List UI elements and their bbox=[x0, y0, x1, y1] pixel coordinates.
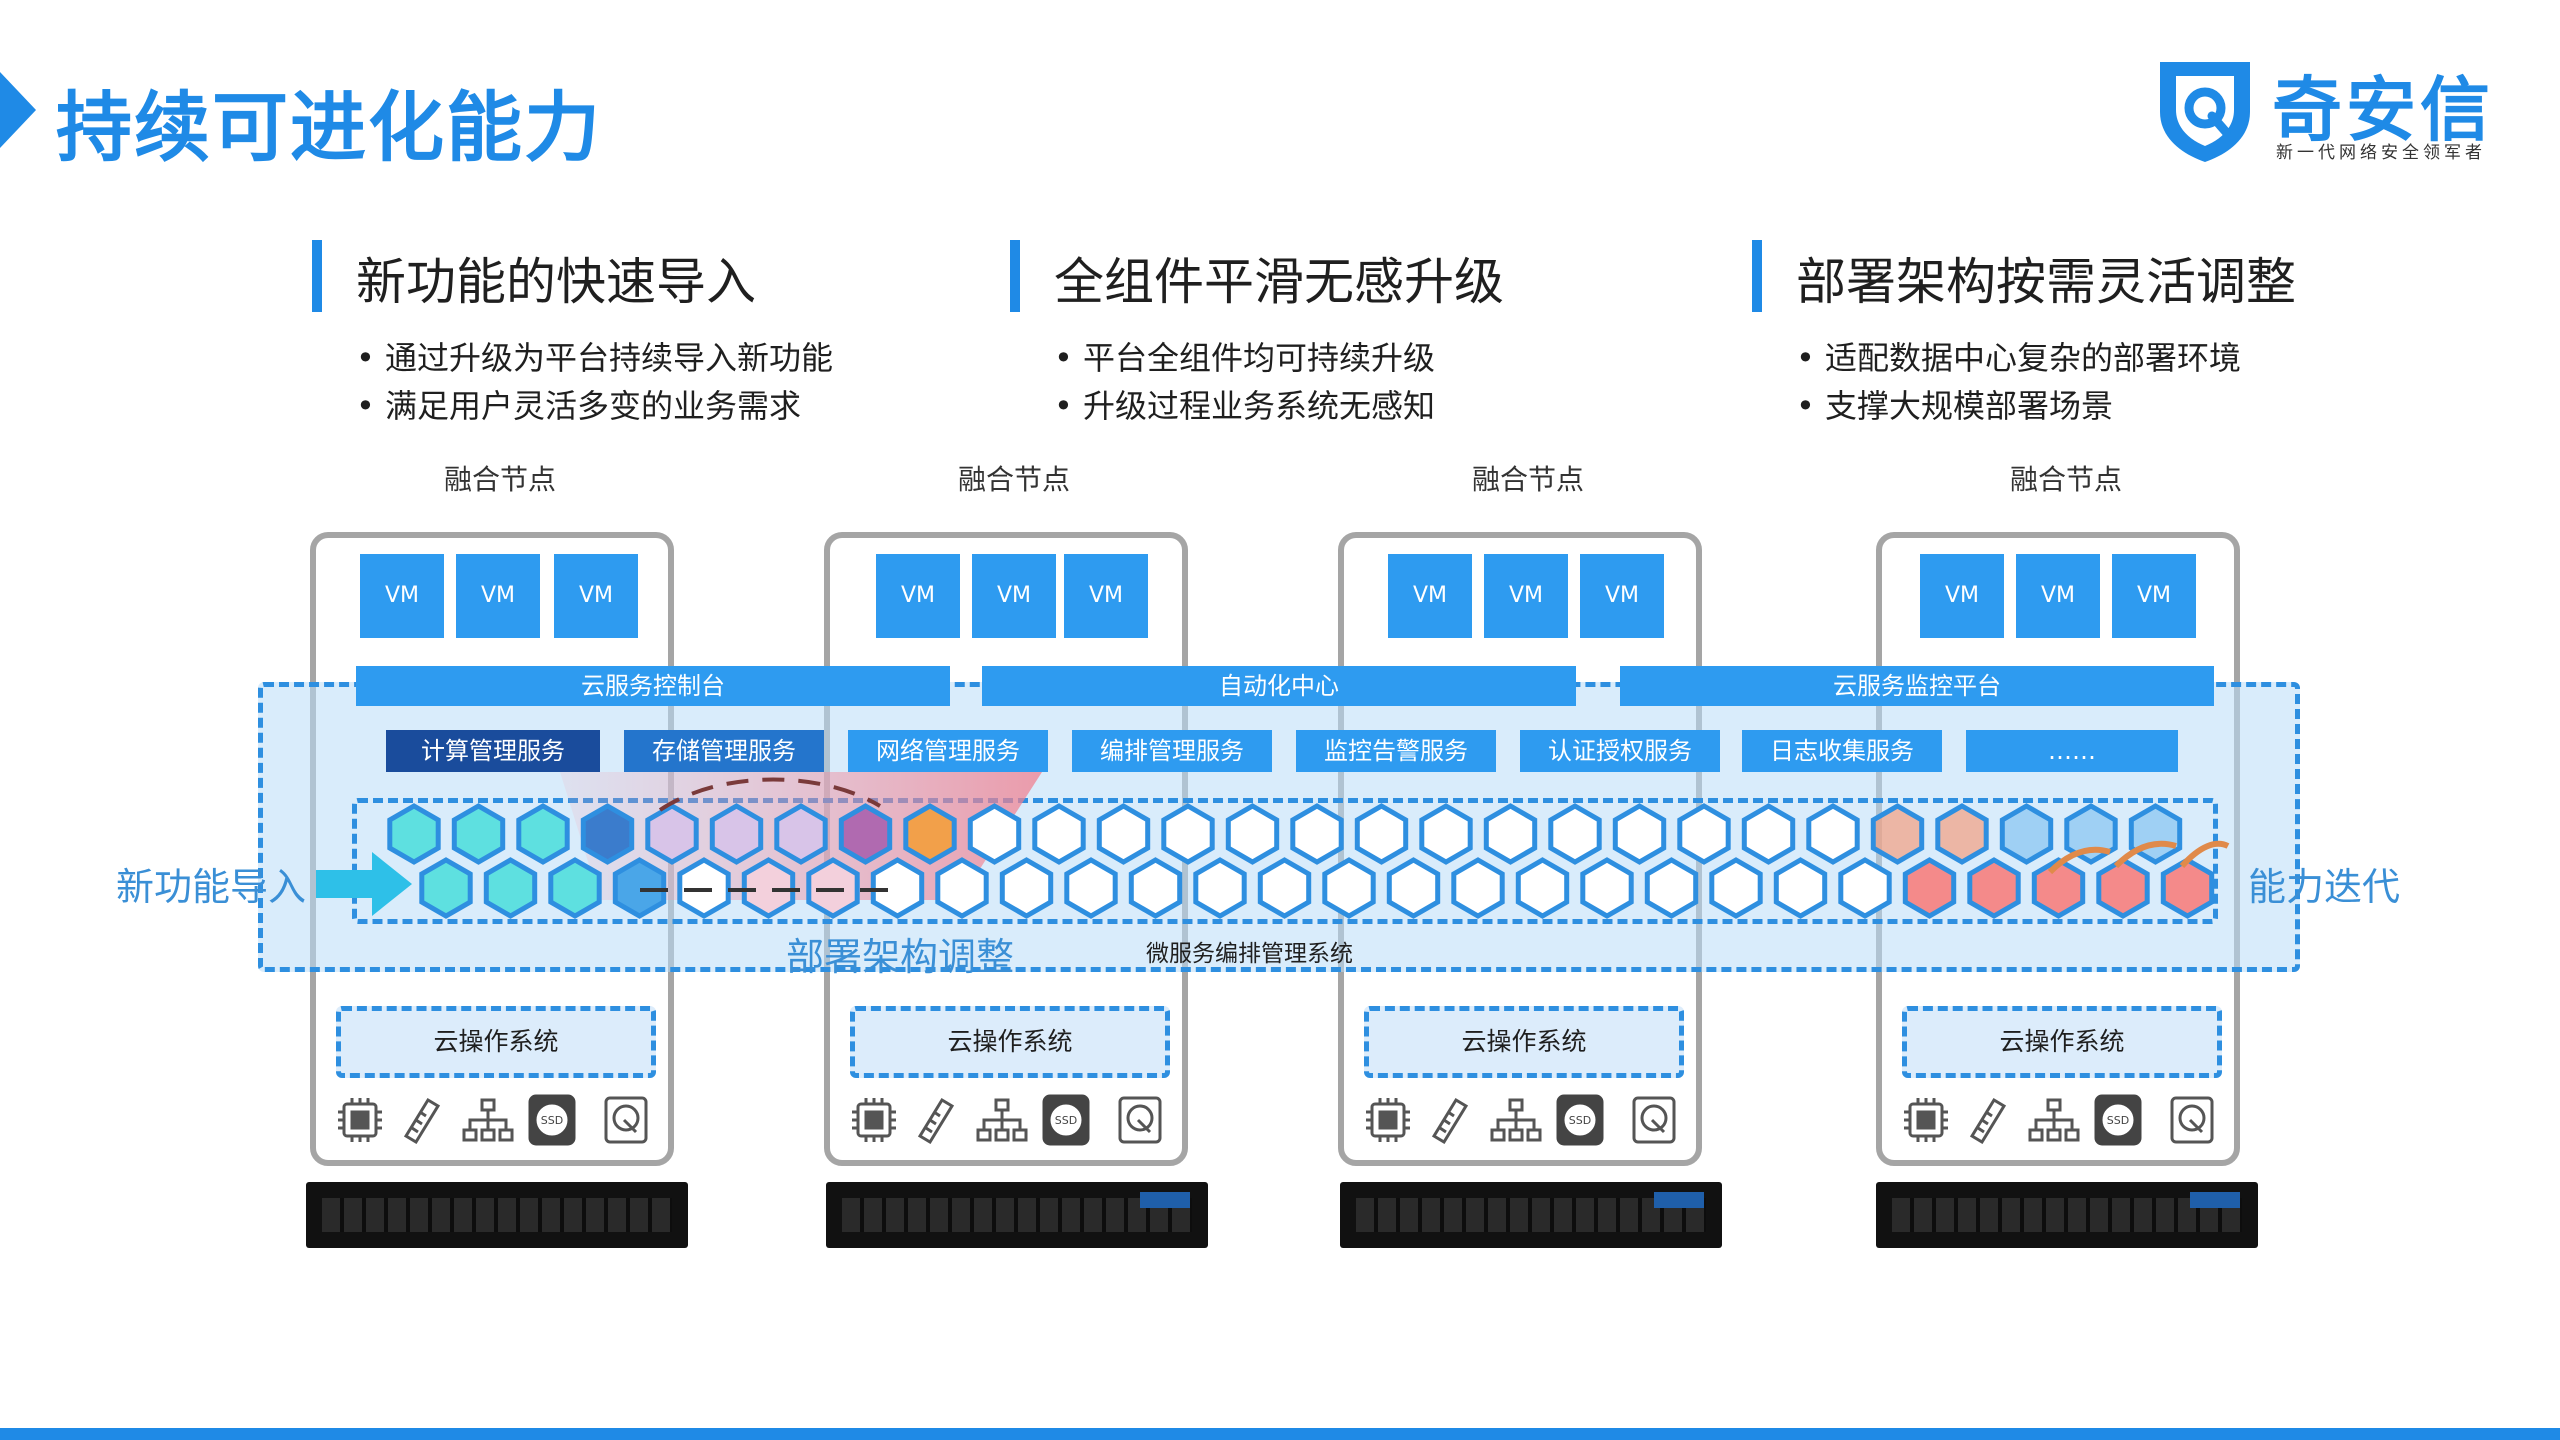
feature-accent-bar bbox=[312, 240, 322, 312]
cloud-os-box: 云操作系统 bbox=[850, 1006, 1170, 1078]
cpu-icon bbox=[1366, 1098, 1410, 1142]
hardware-icons: SSD bbox=[852, 1094, 1162, 1146]
server-image bbox=[1876, 1182, 2258, 1248]
node-label: 融合节点 bbox=[443, 463, 556, 496]
hardware-icons: SSD bbox=[1904, 1094, 2214, 1146]
ssd-label: SSD bbox=[541, 1114, 563, 1127]
vm-block: VM bbox=[1580, 554, 1664, 638]
bullet-item: 满足用户灵活多变的业务需求 bbox=[356, 382, 833, 430]
cloud-os-box: 云操作系统 bbox=[1364, 1006, 1684, 1078]
service-network: 网络管理服务 bbox=[848, 730, 1048, 772]
memory-icon bbox=[1969, 1097, 2007, 1145]
platform-monitoring: 云服务监控平台 bbox=[1620, 666, 2214, 706]
service-more: …… bbox=[1966, 730, 2178, 772]
bullet-item: 适配数据中心复杂的部署环境 bbox=[1796, 334, 2241, 382]
memory-icon bbox=[403, 1097, 441, 1145]
cpu-icon bbox=[852, 1098, 896, 1142]
vm-block: VM bbox=[360, 554, 444, 638]
node-label: 融合节点 bbox=[2009, 463, 2122, 496]
feature-title: 部署架构按需灵活调整 bbox=[1796, 253, 2296, 311]
service-compute: 计算管理服务 bbox=[386, 730, 600, 772]
vm-block: VM bbox=[1920, 554, 2004, 638]
vm-block: VM bbox=[1484, 554, 1568, 638]
hard-disk-icon bbox=[2170, 1096, 2214, 1144]
hardware-icons: SSD bbox=[1366, 1094, 1676, 1146]
page-title: 持续可进化能力 bbox=[56, 83, 602, 172]
server-image bbox=[1340, 1182, 1722, 1248]
ssd-label: SSD bbox=[2107, 1114, 2129, 1127]
hard-disk-icon bbox=[1118, 1096, 1162, 1144]
vm-block: VM bbox=[876, 554, 960, 638]
ssd-label: SSD bbox=[1569, 1114, 1591, 1127]
label-capability-iteration: 能力迭代 bbox=[2248, 865, 2401, 909]
vm-block: VM bbox=[554, 554, 638, 638]
network-topology-icon bbox=[976, 1098, 1028, 1142]
ssd-icon bbox=[1042, 1094, 1090, 1146]
brand-name: 奇安信 bbox=[2272, 69, 2494, 151]
label-deploy-adjust: 部署架构调整 bbox=[786, 935, 1015, 979]
bullet-item: 平台全组件均可持续升级 bbox=[1054, 334, 1435, 382]
brand-tagline: 新一代网络安全领军者 bbox=[2276, 143, 2486, 163]
service-orchestration: 编排管理服务 bbox=[1072, 730, 1272, 772]
cpu-icon bbox=[1904, 1098, 1948, 1142]
cloud-os-box: 云操作系统 bbox=[1902, 1006, 2222, 1078]
cpu-icon bbox=[338, 1098, 382, 1142]
service-log: 日志收集服务 bbox=[1742, 730, 1942, 772]
platform-automation-center: 自动化中心 bbox=[982, 666, 1576, 706]
microservice-grid-frame bbox=[352, 798, 2218, 924]
vm-block: VM bbox=[1064, 554, 1148, 638]
vm-block: VM bbox=[456, 554, 540, 638]
label-microservice-system: 微服务编排管理系统 bbox=[1146, 941, 1353, 967]
feature-bullets: 适配数据中心复杂的部署环境 支撑大规模部署场景 bbox=[1796, 334, 2241, 430]
node-label: 融合节点 bbox=[957, 463, 1070, 496]
feature-title: 全组件平滑无感升级 bbox=[1054, 253, 1504, 311]
ssd-icon bbox=[528, 1094, 576, 1146]
label-new-feature-import: 新功能导入 bbox=[116, 865, 307, 909]
network-topology-icon bbox=[462, 1098, 514, 1142]
bullet-item: 支撑大规模部署场景 bbox=[1796, 382, 2241, 430]
ssd-icon bbox=[2094, 1094, 2142, 1146]
service-storage: 存储管理服务 bbox=[624, 730, 824, 772]
platform-cloud-console: 云服务控制台 bbox=[356, 666, 950, 706]
network-topology-icon bbox=[2028, 1098, 2080, 1142]
brand-logo bbox=[2160, 62, 2250, 162]
vm-block: VM bbox=[2016, 554, 2100, 638]
memory-icon bbox=[1431, 1097, 1469, 1145]
vm-block: VM bbox=[972, 554, 1056, 638]
ssd-label: SSD bbox=[1055, 1114, 1077, 1127]
vm-block: VM bbox=[2112, 554, 2196, 638]
ssd-icon bbox=[1556, 1094, 1604, 1146]
hard-disk-icon bbox=[604, 1096, 648, 1144]
title-arrow-icon bbox=[0, 72, 36, 148]
hardware-icons: SSD bbox=[338, 1094, 648, 1146]
feature-accent-bar bbox=[1010, 240, 1020, 312]
server-image bbox=[306, 1182, 688, 1248]
node-label: 融合节点 bbox=[1471, 463, 1584, 496]
network-topology-icon bbox=[1490, 1098, 1542, 1142]
feature-bullets: 通过升级为平台持续导入新功能 满足用户灵活多变的业务需求 bbox=[356, 334, 833, 430]
hard-disk-icon bbox=[1632, 1096, 1676, 1144]
cloud-os-box: 云操作系统 bbox=[336, 1006, 656, 1078]
bullet-item: 通过升级为平台持续导入新功能 bbox=[356, 334, 833, 382]
service-auth: 认证授权服务 bbox=[1520, 730, 1720, 772]
feature-accent-bar bbox=[1752, 240, 1762, 312]
vm-block: VM bbox=[1388, 554, 1472, 638]
bullet-item: 升级过程业务系统无感知 bbox=[1054, 382, 1435, 430]
memory-icon bbox=[917, 1097, 955, 1145]
feature-title: 新功能的快速导入 bbox=[356, 253, 756, 311]
server-image bbox=[826, 1182, 1208, 1248]
bottom-accent-bar bbox=[0, 1428, 2560, 1440]
service-monitor-alert: 监控告警服务 bbox=[1296, 730, 1496, 772]
feature-bullets: 平台全组件均可持续升级 升级过程业务系统无感知 bbox=[1054, 334, 1435, 430]
